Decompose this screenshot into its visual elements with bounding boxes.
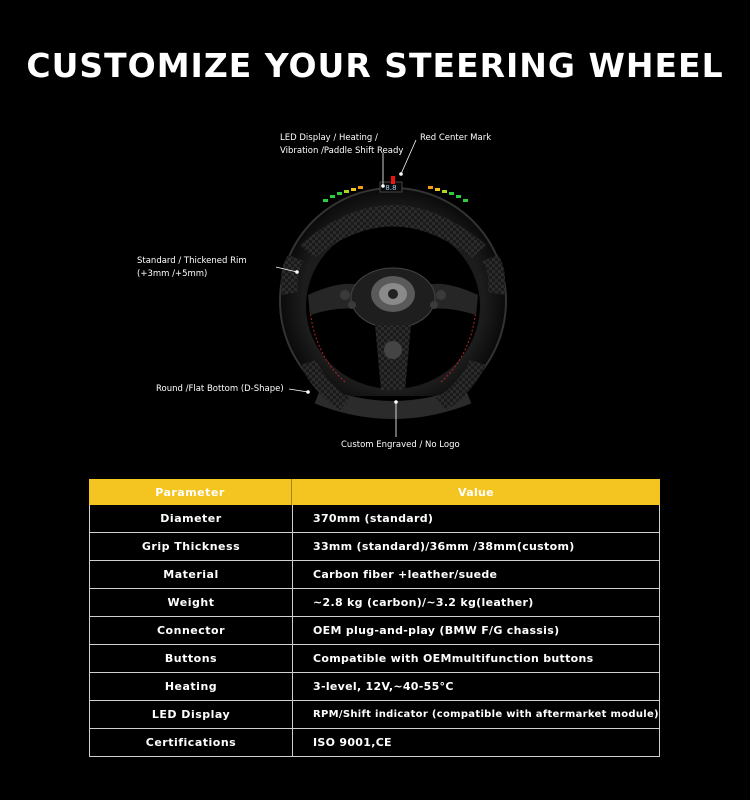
table-row: Certifications ISO 9001,CE [89,729,660,757]
table-row: Grip Thickness 33mm (standard)/36mm /38m… [89,533,660,561]
row-parameter: Material [90,561,293,588]
callout-led-line2: Vibration /Paddle Shift Ready [280,146,404,156]
callout-red-mark: Red Center Mark [420,133,492,143]
row-value: OEM plug-and-play (BMW F/G chassis) [313,624,560,637]
steering-wheel-illustration: 8.8 [0,120,750,470]
table-row: Heating 3-level, 12V,~40-55°C [89,673,660,701]
row-value: Compatible with OEMmultifunction buttons [313,652,594,665]
row-value: RPM/Shift indicator (compatible with aft… [313,709,659,720]
svg-text:8.8: 8.8 [385,184,396,192]
callout-rim-line1: Standard / Thickened Rim [137,256,247,266]
row-parameter: Heating [90,673,293,700]
row-parameter: Diameter [90,505,293,532]
table-header: Parameter Value [89,479,660,505]
callout-rim: Standard / Thickened Rim (+3mm /+5mm) [137,255,247,281]
steering-wheel-image: 8.8 [275,139,507,437]
callout-led-line1: LED Display / Heating / [280,133,378,143]
callout-led: LED Display / Heating / Vibration /Paddl… [280,132,403,158]
table-row: LED Display RPM/Shift indicator (compati… [89,701,660,729]
spec-table: Parameter Value Diameter 370mm (standard… [89,479,660,757]
header-parameter: Parameter [89,479,292,505]
row-parameter: LED Display [90,701,293,728]
table-row: Material Carbon fiber +leather/suede [89,561,660,589]
table-row: Weight ~2.8 kg (carbon)/~3.2 kg(leather) [89,589,660,617]
row-value: 3-level, 12V,~40-55°C [313,680,454,693]
row-parameter: Connector [90,617,293,644]
table-row: Buttons Compatible with OEMmultifunction… [89,645,660,673]
row-parameter: Grip Thickness [90,533,293,560]
row-value: Carbon fiber +leather/suede [313,568,498,581]
callout-rim-line2: (+3mm /+5mm) [137,269,208,279]
callout-bottom: Round /Flat Bottom (D-Shape) [156,384,284,394]
table-row: Connector OEM plug-and-play (BMW F/G cha… [89,617,660,645]
page-title: CUSTOMIZE YOUR STEERING WHEEL [26,46,724,85]
header-value: Value [458,485,494,499]
row-parameter: Weight [90,589,293,616]
table-row: Diameter 370mm (standard) [89,505,660,533]
callout-logo: Custom Engraved / No Logo [341,440,460,450]
row-value: ISO 9001,CE [313,736,392,749]
row-value: 370mm (standard) [313,512,434,525]
row-parameter: Certifications [90,729,293,756]
led-display: 8.8 [323,181,468,202]
row-value: 33mm (standard)/36mm /38mm(custom) [313,540,575,553]
row-parameter: Buttons [90,645,293,672]
row-value: ~2.8 kg (carbon)/~3.2 kg(leather) [313,596,534,609]
